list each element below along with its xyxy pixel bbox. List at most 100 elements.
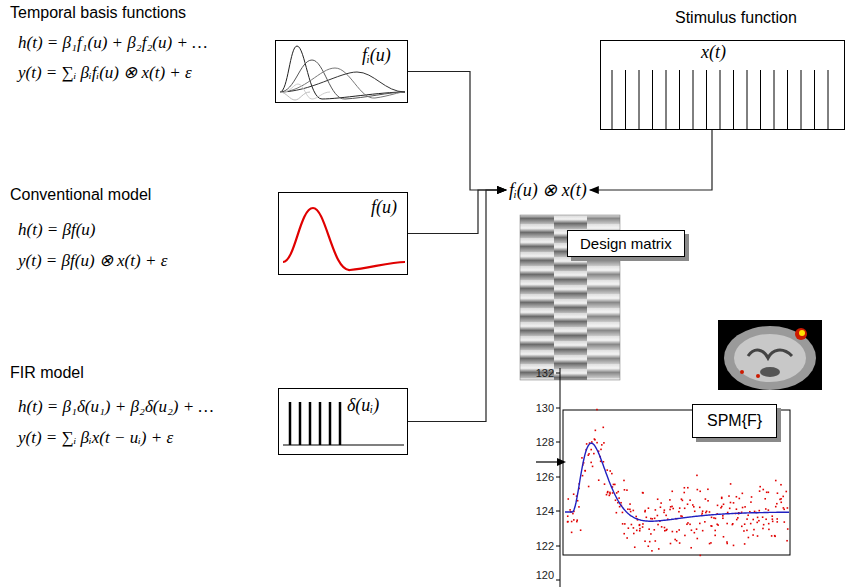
data-point <box>758 520 760 522</box>
data-point <box>626 489 628 491</box>
data-point <box>783 507 785 509</box>
data-point <box>684 507 686 509</box>
data-point <box>707 488 709 490</box>
data-point <box>665 529 667 531</box>
stimulus-stick <box>639 70 640 129</box>
data-point <box>730 502 732 504</box>
data-point <box>786 540 788 542</box>
equation: y(t) = βf(u) ⊗ x(t) + ε <box>18 250 167 271</box>
equation: h(t) = β₁f₁(u) + β₂f₂(u) + … <box>18 33 207 53</box>
data-point <box>657 524 659 526</box>
node-label: fᵢ(u) ⊗ x(t) <box>509 179 587 201</box>
data-point <box>726 541 728 543</box>
data-point <box>606 494 608 496</box>
stimulus-stick <box>747 70 748 129</box>
data-point <box>650 533 652 535</box>
data-point <box>775 506 777 508</box>
data-point <box>607 491 609 493</box>
data-point <box>714 530 716 532</box>
stimulus-sticks <box>612 70 828 129</box>
data-point <box>639 524 641 526</box>
stimulus-stick <box>733 70 734 129</box>
data-point <box>737 517 739 519</box>
data-point <box>622 512 624 514</box>
data-point <box>699 555 701 557</box>
data-point <box>694 510 696 512</box>
data-point <box>721 497 723 499</box>
plot-box: δ(uᵢ) <box>278 388 408 455</box>
data-point <box>721 506 723 508</box>
data-point <box>772 521 774 523</box>
data-point <box>699 491 701 493</box>
equation: y(t) = ∑ᵢ βᵢx(t − uᵢ) + ε <box>18 428 173 448</box>
data-point <box>632 510 634 512</box>
data-point <box>653 529 655 531</box>
data-point <box>619 506 621 508</box>
stimulus-stick <box>787 70 788 129</box>
data-point <box>736 496 738 498</box>
data-point <box>654 518 656 520</box>
data-point <box>569 509 571 511</box>
stimulus-stick <box>720 70 721 129</box>
data-point <box>601 444 603 446</box>
data-point <box>635 516 637 518</box>
data-point <box>678 511 680 513</box>
pointer-arrow <box>536 458 566 466</box>
stimulus-stick <box>706 70 707 129</box>
data-point <box>753 529 755 531</box>
data-point <box>679 507 681 509</box>
data-point <box>702 530 704 532</box>
data-point <box>596 442 598 444</box>
connector <box>408 72 506 191</box>
section-heading: Temporal basis functions <box>10 4 186 22</box>
plot-box: Stimulus functionx(t) <box>600 40 845 130</box>
data-point <box>783 521 785 523</box>
data-point <box>705 498 707 500</box>
data-point <box>733 545 735 547</box>
data-point <box>723 503 725 505</box>
label-box: SPM{F} <box>692 404 777 438</box>
data-point <box>614 484 616 486</box>
data-point <box>608 495 610 497</box>
data-point <box>629 509 631 511</box>
data-point <box>647 545 649 547</box>
data-point <box>739 498 741 500</box>
data-point <box>747 514 749 516</box>
data-point <box>709 511 711 513</box>
data-point <box>655 509 657 511</box>
data-point <box>704 521 706 523</box>
data-point <box>732 524 734 526</box>
data-point <box>676 540 678 542</box>
data-point <box>691 529 693 531</box>
data-point <box>590 449 592 451</box>
data-point <box>762 489 764 491</box>
data-point <box>636 530 638 532</box>
data-point <box>586 443 588 445</box>
stimulus-stick <box>828 70 829 129</box>
stimulus-stick <box>814 70 815 129</box>
data-point <box>633 533 635 535</box>
data-point <box>757 535 759 537</box>
data-point <box>764 498 766 500</box>
data-point <box>742 493 744 495</box>
data-point <box>639 528 641 530</box>
stimulus-stick <box>625 70 626 129</box>
data-point <box>709 543 711 545</box>
data-point <box>780 501 782 503</box>
data-point <box>602 427 604 429</box>
data-point <box>711 525 713 527</box>
data-point <box>684 535 686 537</box>
brain-image <box>718 320 822 390</box>
node-label: f(u) <box>371 197 397 218</box>
data-point <box>730 483 732 485</box>
data-point <box>776 503 778 505</box>
data-point <box>696 538 698 540</box>
data-point <box>628 527 630 529</box>
data-point <box>582 475 584 477</box>
data-point <box>779 499 781 501</box>
data-point <box>571 521 573 523</box>
data-point <box>671 506 673 508</box>
data-point <box>752 534 754 536</box>
node-label: Design matrix <box>580 235 672 252</box>
